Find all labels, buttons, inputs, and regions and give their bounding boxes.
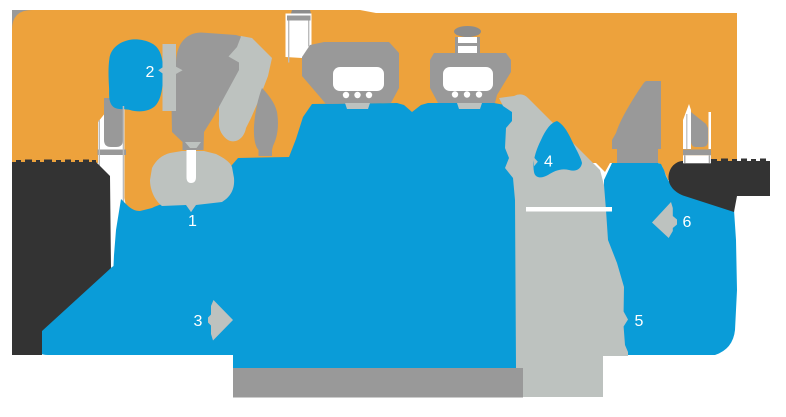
svg-text:2: 2: [146, 64, 155, 81]
svg-text:3: 3: [194, 313, 203, 330]
svg-text:5: 5: [635, 313, 644, 330]
svg-text:1: 1: [188, 213, 197, 230]
svg-text:4: 4: [544, 154, 553, 171]
svg-text:6: 6: [683, 214, 692, 231]
